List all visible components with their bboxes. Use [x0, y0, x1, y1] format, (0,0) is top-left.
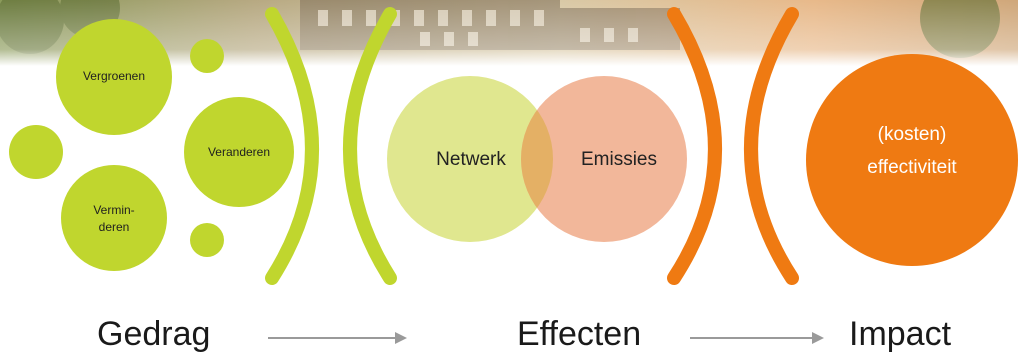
venn-circle-netwerk [387, 76, 553, 242]
stage-label-effecten: Effecten [517, 315, 642, 353]
arrow-effecten-impact [690, 332, 824, 344]
label-verminderen: Vermin- deren [93, 203, 135, 234]
impact-circle [806, 54, 1018, 266]
orange-bracket-right [667, 7, 722, 285]
circle-veranderen [184, 97, 294, 207]
arrow-gedrag-effecten [268, 332, 407, 344]
label-emissies: Emissies [580, 149, 657, 170]
small-circle-top [190, 39, 224, 73]
label-veranderen: Veranderen [207, 145, 271, 159]
small-circle-bottom [190, 223, 224, 257]
green-bracket-left [343, 7, 397, 285]
label-netwerk: Netwerk [436, 149, 506, 170]
header-photo-banner [0, 0, 1018, 66]
venn-circle-emissies [521, 76, 687, 242]
label-vergroenen: Vergroenen [82, 69, 146, 83]
stage-label-gedrag: Gedrag [97, 315, 211, 353]
circle-verminderen [61, 165, 167, 271]
stage-label-impact: Impact [849, 315, 952, 353]
orange-bracket-left [744, 7, 799, 285]
green-bracket-right [265, 7, 319, 285]
circle-vergroenen [56, 19, 172, 135]
small-circle-left [9, 125, 63, 179]
label-impact-circle: (kosten) effectiviteit [867, 124, 957, 178]
